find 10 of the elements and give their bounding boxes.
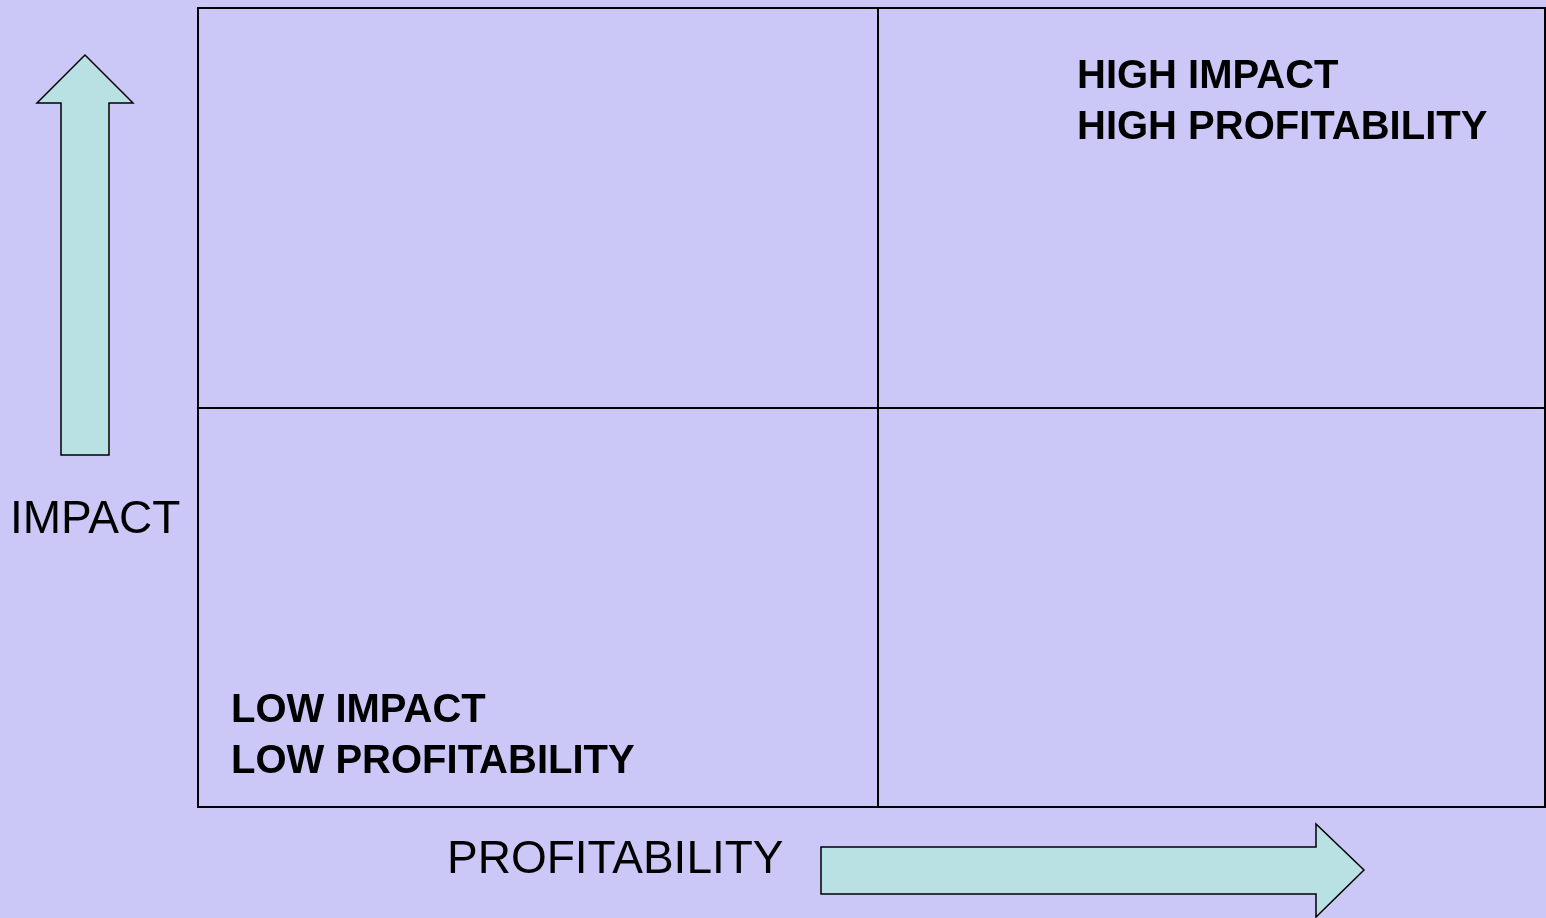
quadrant-box xyxy=(197,7,879,409)
axis-label: PROFITABILITY xyxy=(447,830,784,884)
quadrant-box xyxy=(877,7,1546,409)
axis-label: IMPACT xyxy=(10,490,181,544)
quadrant-label: LOW IMPACT xyxy=(231,685,486,732)
quadrant-label: HIGH IMPACT xyxy=(1077,51,1339,98)
quadrant-box xyxy=(877,407,1546,808)
quadrant-label: HIGH PROFITABILITY xyxy=(1077,102,1488,149)
quadrant-box xyxy=(197,407,879,808)
quadrant-label: LOW PROFITABILITY xyxy=(231,736,635,783)
